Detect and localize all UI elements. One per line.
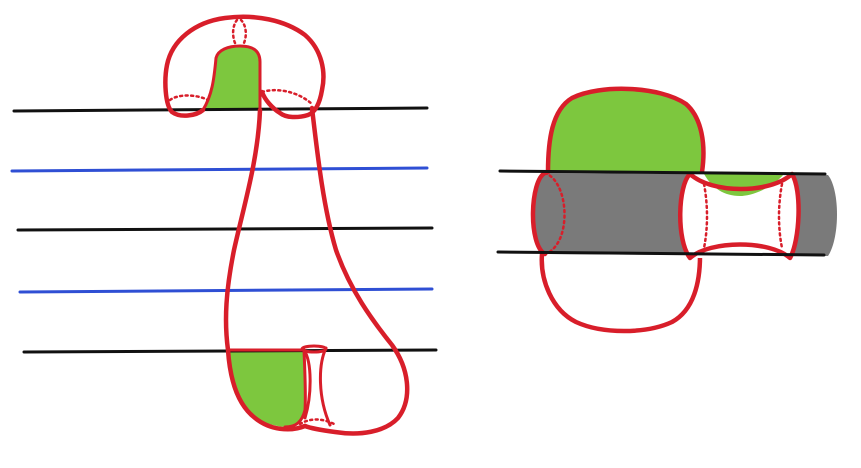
right-hole-left-dotted bbox=[702, 182, 709, 250]
left-line-black-1 bbox=[12, 106, 429, 113]
left-bottom-green-outline bbox=[226, 348, 307, 429]
left-top-green-region bbox=[203, 46, 260, 110]
right-hole-right-dotted bbox=[777, 182, 784, 250]
left-top-left-dotted bbox=[168, 94, 210, 102]
right-hole bbox=[680, 174, 799, 258]
left-bottom-neck-dotted bbox=[298, 418, 336, 426]
right-tube-left-end bbox=[530, 170, 548, 257]
right-top-green-region bbox=[548, 88, 704, 172]
left-top-right-dotted bbox=[260, 88, 314, 106]
right-hole-green bbox=[704, 174, 784, 196]
left-line-black-2 bbox=[16, 226, 434, 232]
left-bottom-neck-left bbox=[302, 348, 312, 420]
left-line-blue-1 bbox=[10, 166, 429, 173]
right-line-black-2 bbox=[496, 250, 826, 257]
left-top-cap-outline bbox=[163, 14, 326, 120]
left-body-outline bbox=[223, 107, 308, 432]
left-bottom-neck-top bbox=[300, 344, 328, 354]
left-bottom-neck-right bbox=[318, 346, 332, 427]
right-hole-outline bbox=[678, 171, 801, 261]
right-bottom-blob-outline bbox=[539, 251, 703, 334]
left-bottom-green-region bbox=[228, 350, 306, 427]
right-figure bbox=[496, 86, 837, 334]
right-top-green-outline bbox=[545, 86, 706, 175]
left-top-cap-inner bbox=[201, 44, 262, 112]
left-figure bbox=[10, 14, 438, 436]
left-top-neck-dotted bbox=[231, 18, 247, 47]
right-tube-left-end-dotted bbox=[543, 171, 566, 256]
right-line-black-1 bbox=[498, 169, 827, 176]
left-body-right-outline bbox=[302, 105, 410, 436]
